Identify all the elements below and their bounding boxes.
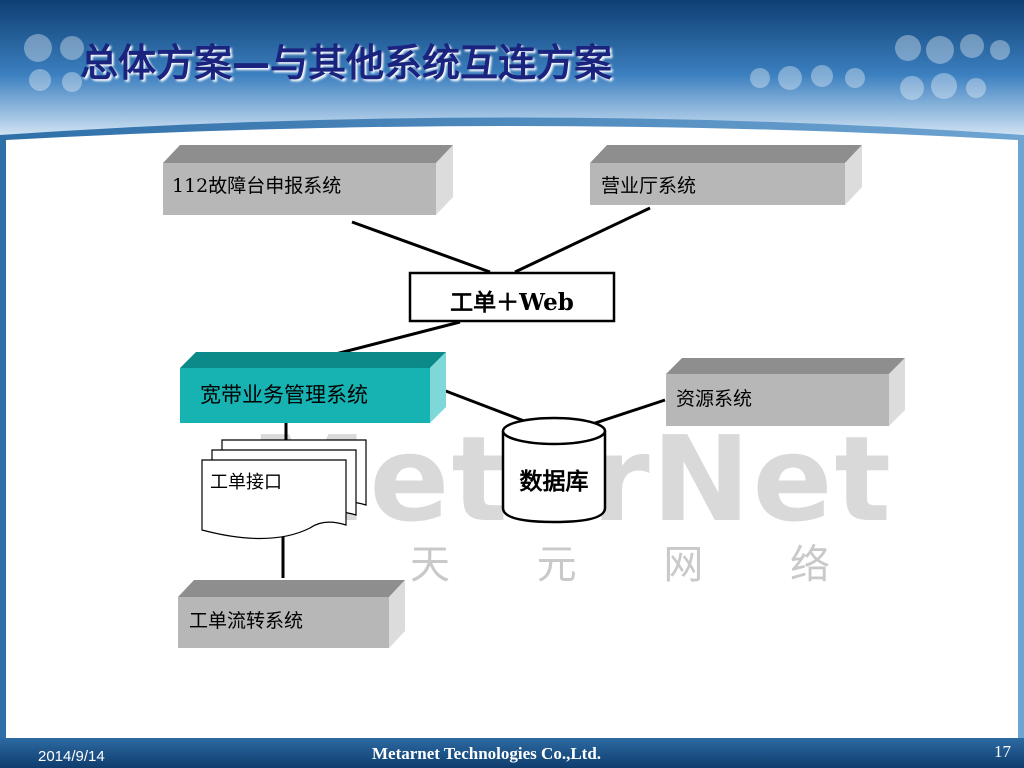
label-database: 数据库 (519, 468, 589, 495)
label-broadband-mgmt: 宽带业务管理系统 (200, 383, 368, 407)
node-fault-report (163, 145, 453, 215)
footer-date: 2014/9/14 (38, 748, 105, 765)
label-workorder-flow: 工单流转系统 (189, 610, 304, 632)
watermark-chinese: 天 元 网 络 (410, 532, 830, 590)
watermark-char: 网 (663, 542, 704, 588)
watermark-char: 元 (536, 542, 577, 588)
connector-fault-to-web (351, 220, 491, 274)
connector-hall-to-web (514, 206, 651, 274)
label-workorder-interface: 工单接口 (210, 472, 282, 493)
page-number: 17 (994, 742, 1011, 761)
node-workorder-web (408, 271, 616, 323)
label-resource-system: 资源系统 (676, 388, 753, 410)
label-fault-report: 112故障台申报系统 (172, 171, 341, 198)
node-database (501, 416, 607, 524)
node-workorder-flow (178, 580, 405, 648)
node-broadband-mgmt (180, 352, 446, 423)
label-business-hall: 营业厅系统 (601, 175, 697, 197)
slide-title: 总体方案—与其他系统互连方案 (80, 41, 613, 85)
label-workorder-web: 工单＋Web (450, 289, 574, 316)
watermark-char: 络 (789, 542, 830, 588)
label-fault-report-text: 112故障台申报系统 (172, 175, 342, 197)
node-business-hall (590, 145, 862, 205)
footer-company: Metarnet Technologies Co.,Ltd. (372, 744, 602, 763)
watermark-char: 天 (410, 542, 450, 588)
node-resource-system (666, 358, 905, 426)
node-workorder-interface (201, 439, 367, 540)
bubble-decoration (24, 34, 1010, 100)
